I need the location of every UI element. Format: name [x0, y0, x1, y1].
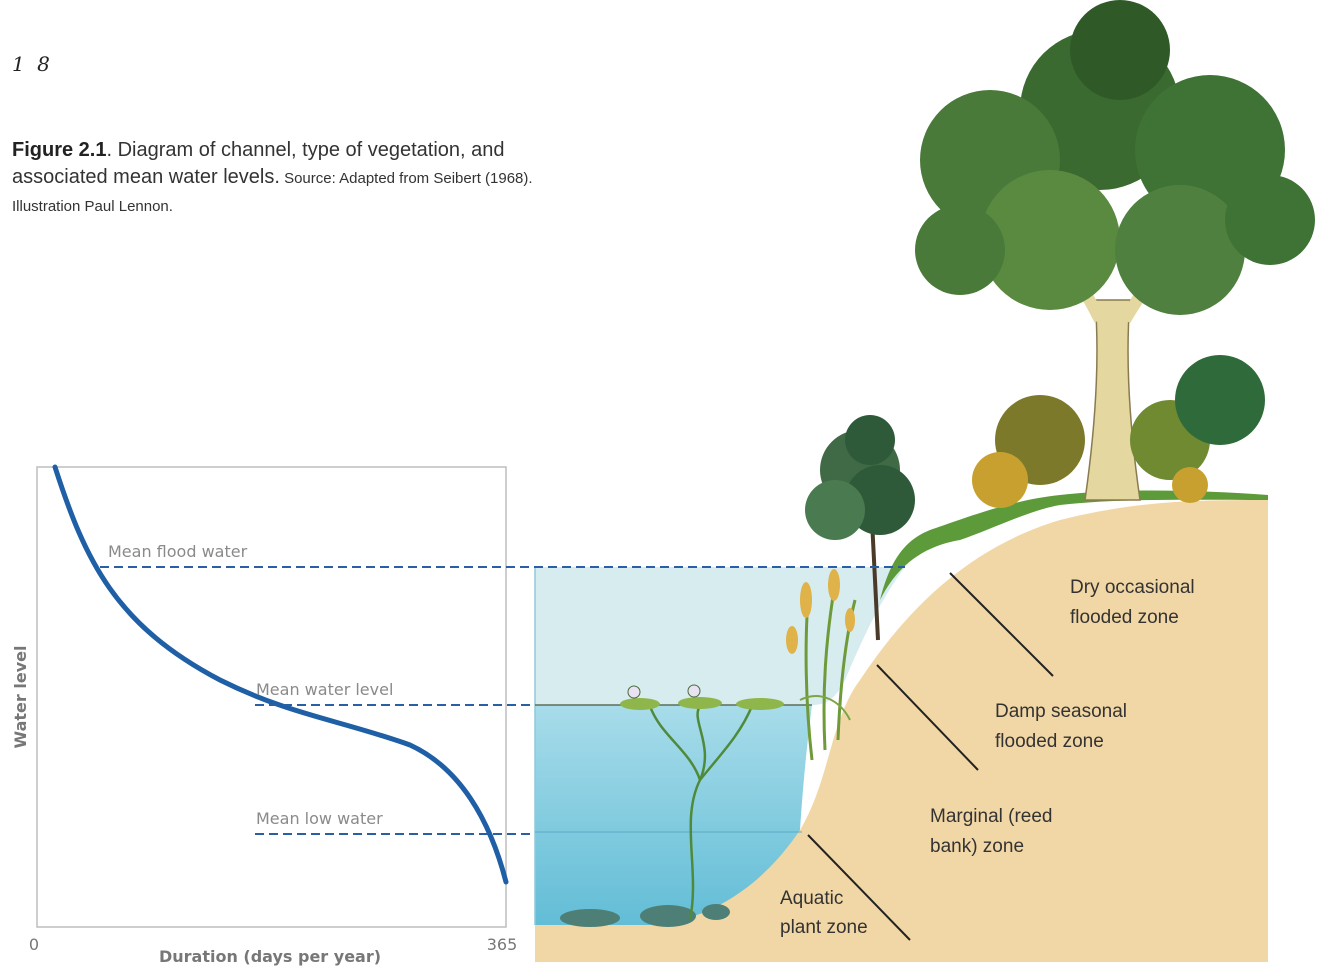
damp-zone-label-2: flooded zone [995, 731, 1104, 752]
caption-source: Source: Adapted from Seibert (1968). Ill… [12, 170, 533, 215]
graph-frame [36, 466, 507, 928]
zone-leader-lines [807, 572, 1054, 941]
shrub [805, 415, 915, 641]
x-axis-label: Duration (days per year) [159, 947, 381, 966]
reeds [786, 569, 857, 761]
damp-zone-leader [876, 664, 979, 771]
mean-flood-label: Mean flood water [108, 542, 248, 561]
aquatic-zone-label-2: plant zone [780, 917, 868, 938]
figure-label: Figure 2.1 [12, 139, 107, 161]
dry-zone-label-2: flooded zone [1070, 607, 1179, 628]
caption-text: . Diagram of channel, type of vegetation… [12, 139, 505, 188]
riverbank-ground [535, 500, 1268, 962]
mean-water-label: Mean water level [256, 680, 393, 699]
water-level-graph: Water level Duration (days per year) 0 3… [11, 464, 518, 966]
x-max-label: 365 [487, 935, 518, 954]
duration-curve [52, 464, 509, 885]
damp-zone-label-1: Damp seasonal [995, 701, 1127, 722]
mean-low-label: Mean low water [256, 809, 383, 828]
aquatic-zone-leader [807, 834, 911, 941]
y-axis-label: Water level [11, 646, 30, 749]
tree [915, 0, 1315, 508]
x-min-label: 0 [29, 935, 39, 954]
dry-zone-label-1: Dry occasional [1070, 577, 1195, 598]
water-level-lines [100, 566, 905, 835]
grass-strip [880, 490, 1268, 600]
figure-caption: Figure 2.1. Diagram of channel, type of … [12, 137, 592, 220]
aquatic-plant [620, 684, 784, 921]
page-number: 1 8 [12, 52, 53, 76]
dry-zone-leader [949, 572, 1054, 677]
aquatic-zone-label-1: Aquatic [780, 888, 843, 909]
marginal-zone-label-1: Marginal (reed [930, 806, 1053, 827]
riverbed-stones [560, 904, 730, 927]
standing-water [535, 705, 812, 925]
marginal-zone-label-2: bank) zone [930, 836, 1024, 857]
flood-water-band [535, 567, 905, 705]
